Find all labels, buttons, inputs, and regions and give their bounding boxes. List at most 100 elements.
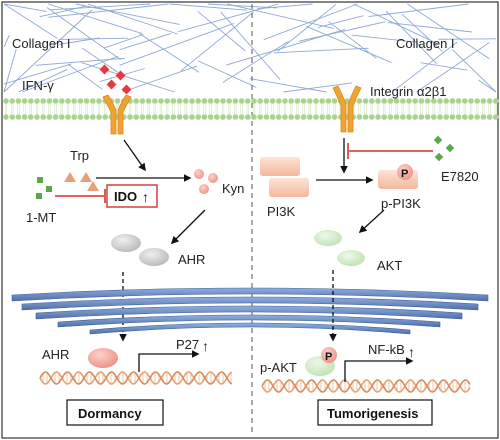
pi3k-label: PI3K [267,204,296,219]
lipid-head [183,98,189,104]
collagen-fiber [452,49,497,93]
lipid-head [52,114,59,120]
collagen-fiber [169,3,248,11]
lipid-head [9,114,15,120]
collagen-fiber [3,63,72,85]
lipid-head [282,114,288,120]
lipid-head [319,98,326,104]
lipid-head [9,98,15,104]
collagen-fiber [317,15,364,28]
lipid-head [319,114,326,120]
collagen-fiber [75,3,180,25]
dormancy-label: Dormancy [78,406,142,421]
lipid-head [418,98,425,104]
lipid-head [226,114,232,120]
lipid-head [269,98,276,104]
lipid-head [381,114,388,120]
lipid-head [294,114,301,120]
lipid-head [362,98,369,104]
lipid-head [443,98,450,104]
lipid-head [77,114,84,120]
lipid-head [214,98,220,104]
left-collagen-label: Collagen I [12,36,71,51]
lipid-head [282,98,288,104]
lipid-head [443,114,450,120]
lipid-head [220,114,226,120]
collagen-fiber [3,48,17,93]
lipid-head [164,98,170,104]
nfkb-promoter-arrow [344,357,414,382]
lipid-head [77,98,84,104]
collagen-fiber-mesh [3,3,497,93]
kyn-label: Kyn [222,181,244,196]
lipid-head [3,98,9,104]
lipid-head [46,114,53,120]
lipid-head [214,114,220,120]
er-cisterna [57,314,441,328]
ido-up-arrow: ↑ [142,189,149,205]
arrow-ppi3k-to-akt [358,209,385,234]
lipid-head [288,98,295,104]
lipid-head [369,114,375,120]
lipid-head [356,98,363,104]
lipid-head [307,98,313,104]
lipid-head [158,98,164,104]
lipid-head [164,114,170,120]
collagen-fiber [197,60,257,88]
ido-box [106,184,158,208]
lipid-head [412,98,419,104]
collagen-fiber [197,10,246,52]
collagen-fiber [283,82,353,93]
lipid-head [158,114,164,120]
p-akt-label: p-AKT [260,360,297,375]
lipid-head [201,114,208,120]
lipid-head [406,114,412,120]
collagen-fiber [119,33,171,51]
lipid-head [313,98,319,104]
lipid-head [468,98,474,104]
collagen-fiber [177,3,279,33]
collagen-fiber [387,22,473,33]
lipid-head [21,114,28,120]
collagen-fiber [3,34,10,48]
lipid-head [276,114,282,120]
lipid-head [437,114,443,120]
lipid-head [474,98,481,104]
lipid-head [362,114,369,120]
collagen-fiber [48,3,143,35]
tumorigenesis-box [317,399,433,426]
lipid-head [21,98,28,104]
dormancy-box [66,399,164,426]
lipid-head [65,114,71,120]
lipid-head [59,98,65,104]
collagen-fiber [351,34,416,43]
collagen-fiber [58,37,129,40]
lipid-head [90,98,96,104]
lipid-head [486,98,493,104]
lipid-head [207,114,214,120]
lipid-head [449,114,456,120]
lipid-head [232,98,239,104]
lipid-head [300,114,307,120]
lipid-head [269,114,276,120]
lipid-head [431,114,437,120]
lipid-head [83,98,90,104]
collagen-fiber [220,11,281,80]
lipid-head [493,114,499,120]
lipid-head [226,98,232,104]
lipid-head [307,114,313,120]
lipid-head [480,98,487,104]
p27-label: P27 [176,337,199,352]
lipid-head [201,98,208,104]
collagen-fiber [18,69,68,93]
ahr-nucleus-label: AHR [42,347,69,362]
kyn-molecules [194,169,218,194]
collagen-fiber [3,9,93,93]
lipid-head [114,98,121,104]
lipid-head [462,114,468,120]
lipid-head [325,114,332,120]
collagen-fiber [3,3,58,39]
lipid-head [313,114,319,120]
lipid-head [356,114,363,120]
collagen-fiber [227,3,334,29]
